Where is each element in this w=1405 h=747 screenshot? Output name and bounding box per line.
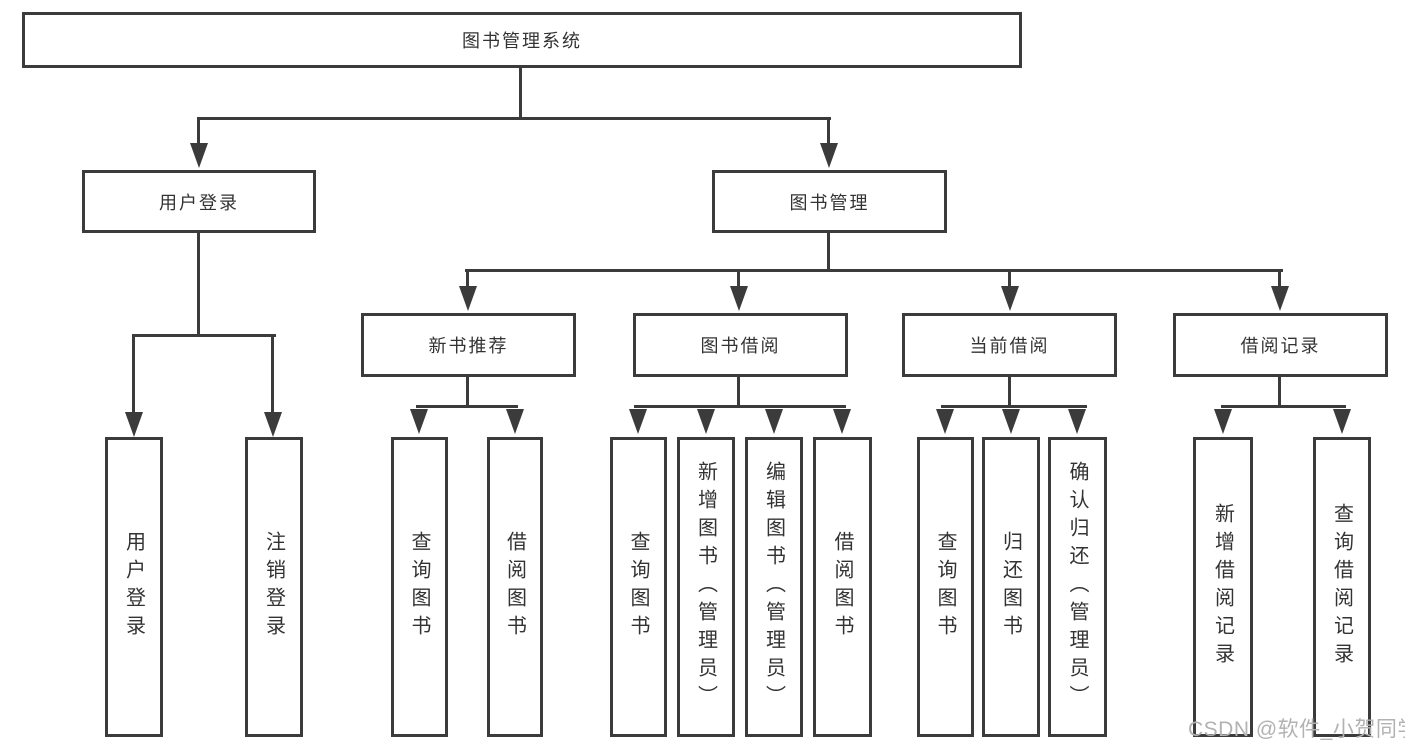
connector-line <box>1008 377 1011 408</box>
node-leaf-user-login: 用户登录 <box>105 437 163 737</box>
connector-line <box>197 117 200 146</box>
node-leaf-br-add-record: 新增借阅记录 <box>1193 437 1253 737</box>
arrow-down-icon <box>1002 409 1020 434</box>
node-leaf-bb-borrow-book: 借阅图书 <box>813 437 872 737</box>
connector-line <box>519 68 522 120</box>
connector-line <box>827 233 830 272</box>
node-leaf-rec-query-book: 查询图书 <box>391 437 448 737</box>
node-book-management: 图书管理 <box>712 170 947 233</box>
node-leaf-cb-query-book: 查询图书 <box>917 437 974 737</box>
node-library-management-system: 图书管理系统 <box>22 12 1022 68</box>
arrow-down-icon <box>410 409 428 434</box>
arrow-down-icon <box>1333 409 1351 434</box>
connector-line <box>1278 377 1281 408</box>
connector-line <box>132 334 135 414</box>
node-current-borrowing: 当前借阅 <box>902 313 1117 377</box>
connector-line <box>737 377 740 408</box>
connector-line <box>271 334 274 414</box>
connector-line <box>1221 405 1346 408</box>
connector-line <box>737 269 740 286</box>
node-leaf-cb-confirm-return-admin: 确认归还（管理员） <box>1048 437 1107 737</box>
node-leaf-cb-return-book: 归还图书 <box>982 437 1040 737</box>
arrow-down-icon <box>820 143 838 168</box>
arrow-down-icon <box>264 412 282 437</box>
arrow-down-icon <box>1001 286 1019 311</box>
node-new-book-recommendation: 新书推荐 <box>361 313 576 377</box>
arrow-down-icon <box>1068 409 1086 434</box>
node-user-login: 用户登录 <box>82 170 316 233</box>
connector-line <box>1008 269 1011 286</box>
arrow-down-icon <box>1214 409 1232 434</box>
node-leaf-bb-edit-book-admin: 编辑图书（管理员） <box>745 437 803 737</box>
connector-line <box>465 269 1283 272</box>
connector-line <box>827 117 830 146</box>
connector-line <box>132 334 276 337</box>
arrow-down-icon <box>697 409 715 434</box>
arrow-down-icon <box>833 409 851 434</box>
arrow-down-icon <box>936 409 954 434</box>
arrow-down-icon <box>765 409 783 434</box>
csdn-watermark: CSDN @软件_小贺同学 <box>1188 718 1405 741</box>
arrow-down-icon <box>459 286 477 311</box>
connector-line <box>466 269 469 286</box>
arrow-down-icon <box>190 143 208 168</box>
connector-line <box>197 233 200 337</box>
node-leaf-bb-query-book: 查询图书 <box>610 437 667 737</box>
connector-line <box>197 117 831 120</box>
arrow-down-icon <box>506 409 524 434</box>
node-book-borrowing: 图书借阅 <box>633 313 848 377</box>
arrow-down-icon <box>730 286 748 311</box>
arrow-down-icon <box>629 409 647 434</box>
arrow-down-icon <box>125 412 143 437</box>
connector-line <box>941 405 1087 408</box>
connector-line <box>634 405 846 408</box>
node-leaf-rec-borrow-book: 借阅图书 <box>487 437 543 737</box>
node-leaf-br-query-record: 查询借阅记录 <box>1313 437 1371 737</box>
connector-line <box>1278 269 1281 286</box>
arrow-down-icon <box>1271 286 1289 311</box>
connector-line <box>416 405 518 408</box>
connector-line <box>466 377 469 408</box>
node-borrowing-records: 借阅记录 <box>1173 313 1388 377</box>
node-leaf-bb-add-book-admin: 新增图书（管理员） <box>677 437 735 737</box>
node-leaf-logout: 注销登录 <box>245 437 303 737</box>
